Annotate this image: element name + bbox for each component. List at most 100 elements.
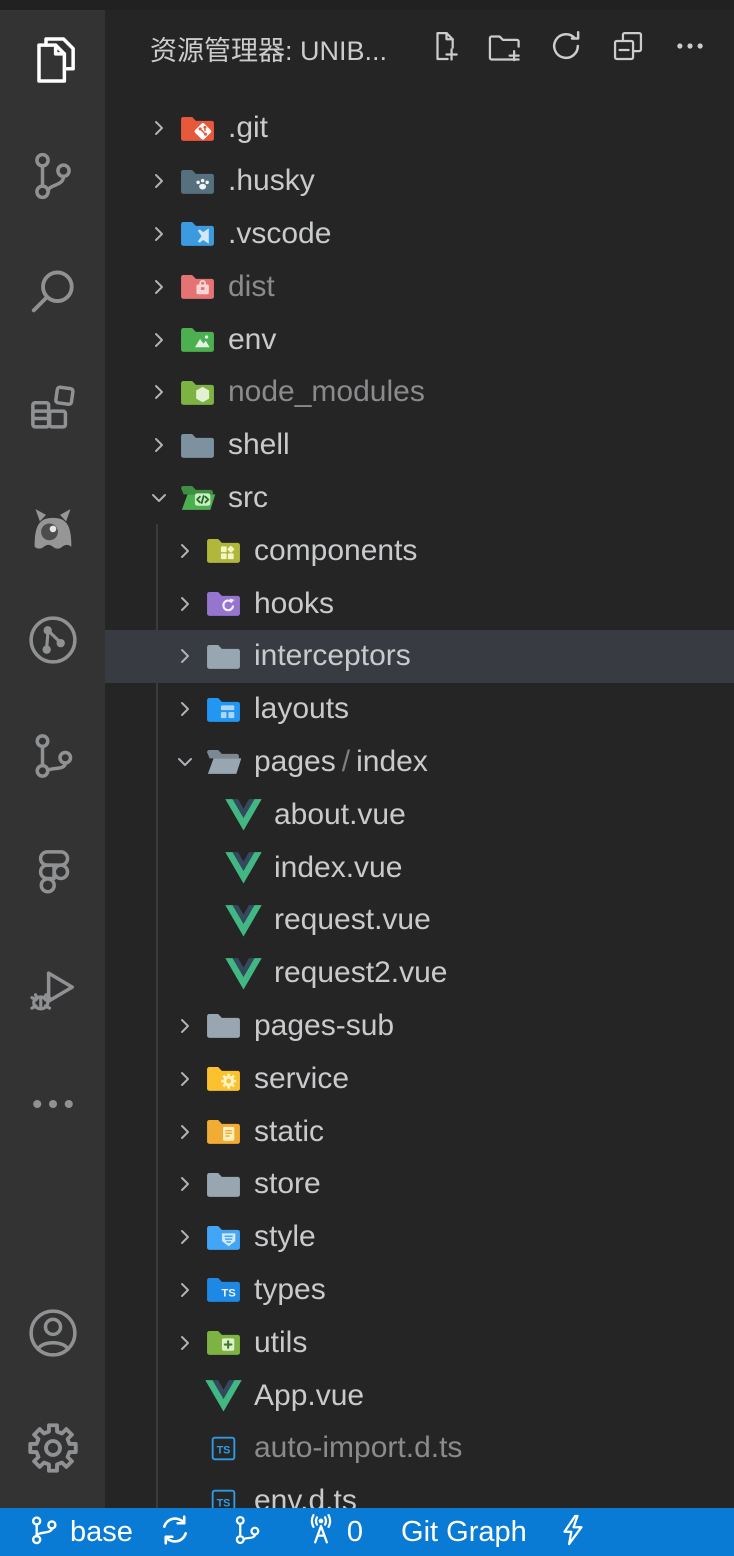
chevron-down-icon[interactable]	[173, 748, 197, 776]
activity-bar-item-commit-graph-icon[interactable]	[25, 730, 81, 786]
tree-label: pages-sub	[254, 1008, 395, 1042]
tree-label: static	[254, 1114, 325, 1148]
tree-row-.husky[interactable]: .husky	[105, 155, 734, 208]
account-icon	[25, 1305, 81, 1366]
chevron-right-icon[interactable]	[173, 1329, 197, 1357]
chevron-right-icon[interactable]	[147, 220, 171, 248]
chevron-right-icon[interactable]	[173, 590, 197, 618]
tree-row-.git[interactable]: .git	[105, 102, 734, 155]
ports-status[interactable]: 0	[303, 1512, 363, 1553]
tree-row-src[interactable]: src	[105, 472, 734, 525]
monster-extension-icon	[25, 496, 81, 557]
chevron-right-icon[interactable]	[147, 114, 171, 142]
tree-row-service[interactable]: service	[105, 1052, 734, 1105]
tree-label: auto-import.d.ts	[254, 1431, 463, 1465]
activity-bar-item-settings-icon[interactable]	[25, 1422, 81, 1478]
vue-icon	[225, 851, 262, 884]
tree-row-hooks[interactable]: hooks	[105, 577, 734, 630]
explorer-action-refresh-icon[interactable]	[548, 30, 584, 66]
tree-row-.vscode[interactable]: .vscode	[105, 208, 734, 261]
folder-layout-icon	[205, 693, 242, 726]
activity-bar-item-run-debug-icon[interactable]	[25, 962, 81, 1018]
tree-row-request2.vue[interactable]: request2.vue	[105, 947, 734, 1000]
tree-row-pages-index[interactable]: pages/index	[105, 736, 734, 789]
vue-icon	[225, 957, 262, 990]
explorer-header: 资源管理器: UNIB...	[105, 10, 734, 86]
activity-bar-item-git-graph-icon[interactable]	[25, 614, 81, 670]
commit-graph-status[interactable]	[229, 1512, 265, 1553]
zap-status[interactable]	[555, 1512, 591, 1553]
tree-row-env[interactable]: env	[105, 313, 734, 366]
tree-row-static[interactable]: static	[105, 1105, 734, 1158]
tree-label: .vscode	[228, 216, 332, 250]
tree-row-index.vue[interactable]: index.vue	[105, 841, 734, 894]
folder-plain-icon	[205, 1009, 242, 1042]
tree-row-style[interactable]: style	[105, 1211, 734, 1264]
folder-hexagon-icon	[179, 376, 216, 409]
chevron-right-icon[interactable]	[173, 537, 197, 565]
status-label: Git Graph	[401, 1515, 527, 1548]
activity-bar-item-account-icon[interactable]	[25, 1307, 81, 1363]
settings-icon	[25, 1420, 81, 1481]
activity-bar-item-source-control-icon[interactable]	[25, 150, 81, 206]
activity-bar-item-explorer-icon[interactable]	[25, 34, 81, 90]
chevron-right-icon[interactable]	[147, 431, 171, 459]
folder-vscode-icon	[179, 217, 216, 250]
tree-row-dist[interactable]: dist	[105, 260, 734, 313]
tree-row-interceptors[interactable]: interceptors	[105, 629, 734, 683]
tree-label: src	[228, 480, 268, 514]
explorer-action-collapse-all-icon[interactable]	[610, 30, 646, 66]
chevron-right-icon[interactable]	[173, 1276, 197, 1304]
activity-bar-item-search-icon[interactable]	[25, 266, 81, 322]
explorer-action-new-folder-icon[interactable]	[486, 30, 522, 66]
tree-row-request.vue[interactable]: request.vue	[105, 894, 734, 947]
activity-bar	[0, 10, 105, 1508]
tree-row-app.vue[interactable]: App.vue	[105, 1369, 734, 1422]
tree-row-about.vue[interactable]: about.vue	[105, 788, 734, 841]
git-branch-status[interactable]: base	[26, 1512, 133, 1553]
chevron-right-icon[interactable]	[173, 642, 197, 670]
tree-row-layouts[interactable]: layouts	[105, 683, 734, 736]
chevron-right-icon[interactable]	[147, 326, 171, 354]
explorer-action-new-file-icon[interactable]	[424, 30, 460, 66]
chevron-right-icon[interactable]	[173, 1170, 197, 1198]
explorer-action-more-icon[interactable]	[672, 30, 708, 66]
activity-bar-item-monster-extension-icon[interactable]	[25, 498, 81, 554]
chevron-right-icon[interactable]	[173, 1118, 197, 1146]
activity-bar-item-extensions-icon[interactable]	[25, 382, 81, 438]
git-graph-button[interactable]: Git Graph	[401, 1516, 527, 1549]
folder-package-icon	[179, 270, 216, 303]
tree-label: service	[254, 1061, 350, 1095]
svg-text:TS: TS	[217, 1497, 231, 1508]
activity-bar-item-figma-icon[interactable]	[25, 846, 81, 902]
tree-row-utils[interactable]: utils	[105, 1316, 734, 1369]
tree-label: store	[254, 1167, 321, 1201]
folder-doc-icon	[205, 1115, 242, 1148]
tree-row-pages-sub[interactable]: pages-sub	[105, 1000, 734, 1053]
more-icon	[672, 28, 708, 69]
tree-label: node_modules	[228, 375, 425, 409]
chevron-down-icon[interactable]	[147, 484, 171, 512]
commit-graph-icon	[229, 1512, 265, 1553]
chevron-right-icon[interactable]	[147, 167, 171, 195]
radio-tower-icon	[303, 1512, 339, 1553]
sync-status[interactable]	[157, 1512, 193, 1553]
tree-label: .git	[228, 111, 269, 145]
activity-bar-item-more-icon[interactable]	[25, 1078, 81, 1134]
chevron-right-icon[interactable]	[173, 1223, 197, 1251]
tree-row-shell[interactable]: shell	[105, 419, 734, 472]
chevron-right-icon[interactable]	[173, 695, 197, 723]
tree-row-store[interactable]: store	[105, 1158, 734, 1211]
tree-row-node-modules[interactable]: node_modules	[105, 366, 734, 419]
chevron-right-icon[interactable]	[173, 1012, 197, 1040]
tree-row-components[interactable]: components	[105, 524, 734, 577]
chevron-right-icon[interactable]	[173, 1065, 197, 1093]
chevron-right-icon[interactable]	[147, 273, 171, 301]
chevron-right-icon[interactable]	[147, 378, 171, 406]
tree-label: layouts	[254, 692, 350, 726]
